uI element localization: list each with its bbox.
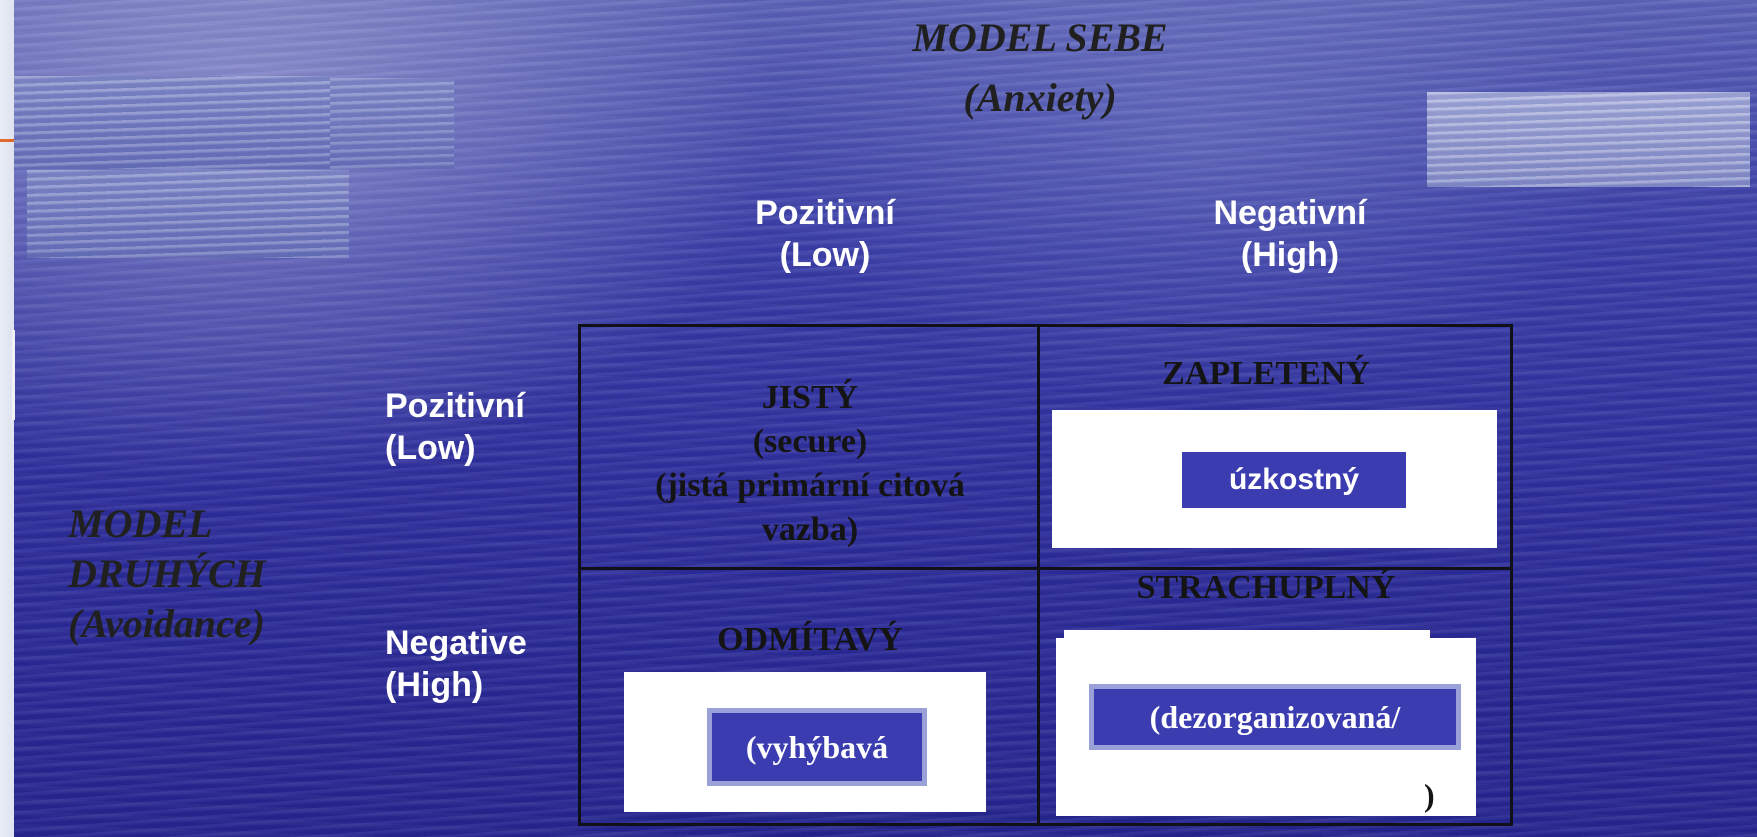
water-texture-patch — [330, 78, 454, 169]
cell-secure-line: vazba) — [761, 511, 859, 548]
water-texture-patch — [14, 76, 330, 169]
side-axis-label: MODEL DRUHÝCH (Avoidance) — [68, 500, 338, 650]
row-header-sublabel: (Low) — [385, 429, 476, 467]
column-header-sublabel: (High) — [1240, 236, 1340, 274]
cell-fearful-tag: (dezorganizovaná/ — [1094, 689, 1456, 745]
side-label-line: DRUHÝCH — [68, 551, 266, 596]
slide-left-edge — [0, 0, 14, 837]
row-header-positive: Pozitivní (Low) — [385, 385, 585, 469]
row-header-sublabel: (High) — [385, 666, 484, 704]
column-header-sublabel: (Low) — [779, 236, 871, 274]
diagram-subtitle: (Anxiety) — [963, 75, 1117, 120]
row-header-negative: Negative (High) — [385, 622, 585, 706]
water-texture-patch — [27, 170, 349, 258]
cell-preoccupied-tag: úzkostný — [1182, 452, 1406, 508]
cell-secure-title: JISTÝ — [761, 379, 859, 416]
cell-dismissing-title: ODMÍTAVÝ — [717, 621, 903, 658]
column-header-label: Negativní — [1213, 194, 1367, 232]
side-label-line: MODEL — [68, 501, 213, 546]
cell-secure: JISTÝ (secure) (jistá primární citová va… — [600, 376, 1020, 552]
column-header-label: Pozitivní — [755, 194, 895, 232]
row-header-label: Pozitivní — [385, 387, 525, 425]
cell-secure-line: (jistá primární citová — [655, 467, 965, 504]
cell-preoccupied-title: ZAPLETENÝ — [1162, 355, 1370, 392]
column-header-negative: Negativní (High) — [1140, 192, 1440, 276]
water-texture-patch — [1427, 92, 1750, 187]
row-header-label: Negative — [385, 624, 527, 662]
accent-tick — [12, 330, 15, 420]
diagram-title: MODEL SEBE — [912, 15, 1168, 60]
quadrant-grid — [578, 324, 1513, 826]
column-header-positive: Pozitivní (Low) — [700, 192, 950, 276]
cell-dismissing-tag: (vyhýbavá — [712, 713, 922, 781]
cell-secure-line: (secure) — [752, 423, 868, 460]
cell-fearful-title: STRACHUPLNÝ — [1136, 569, 1396, 606]
side-label-line: (Avoidance) — [68, 601, 265, 646]
grid-vertical-divider — [1037, 327, 1040, 823]
cell-fearful-trail: ) — [1424, 777, 1435, 813]
grid-horizontal-divider — [581, 567, 1510, 570]
